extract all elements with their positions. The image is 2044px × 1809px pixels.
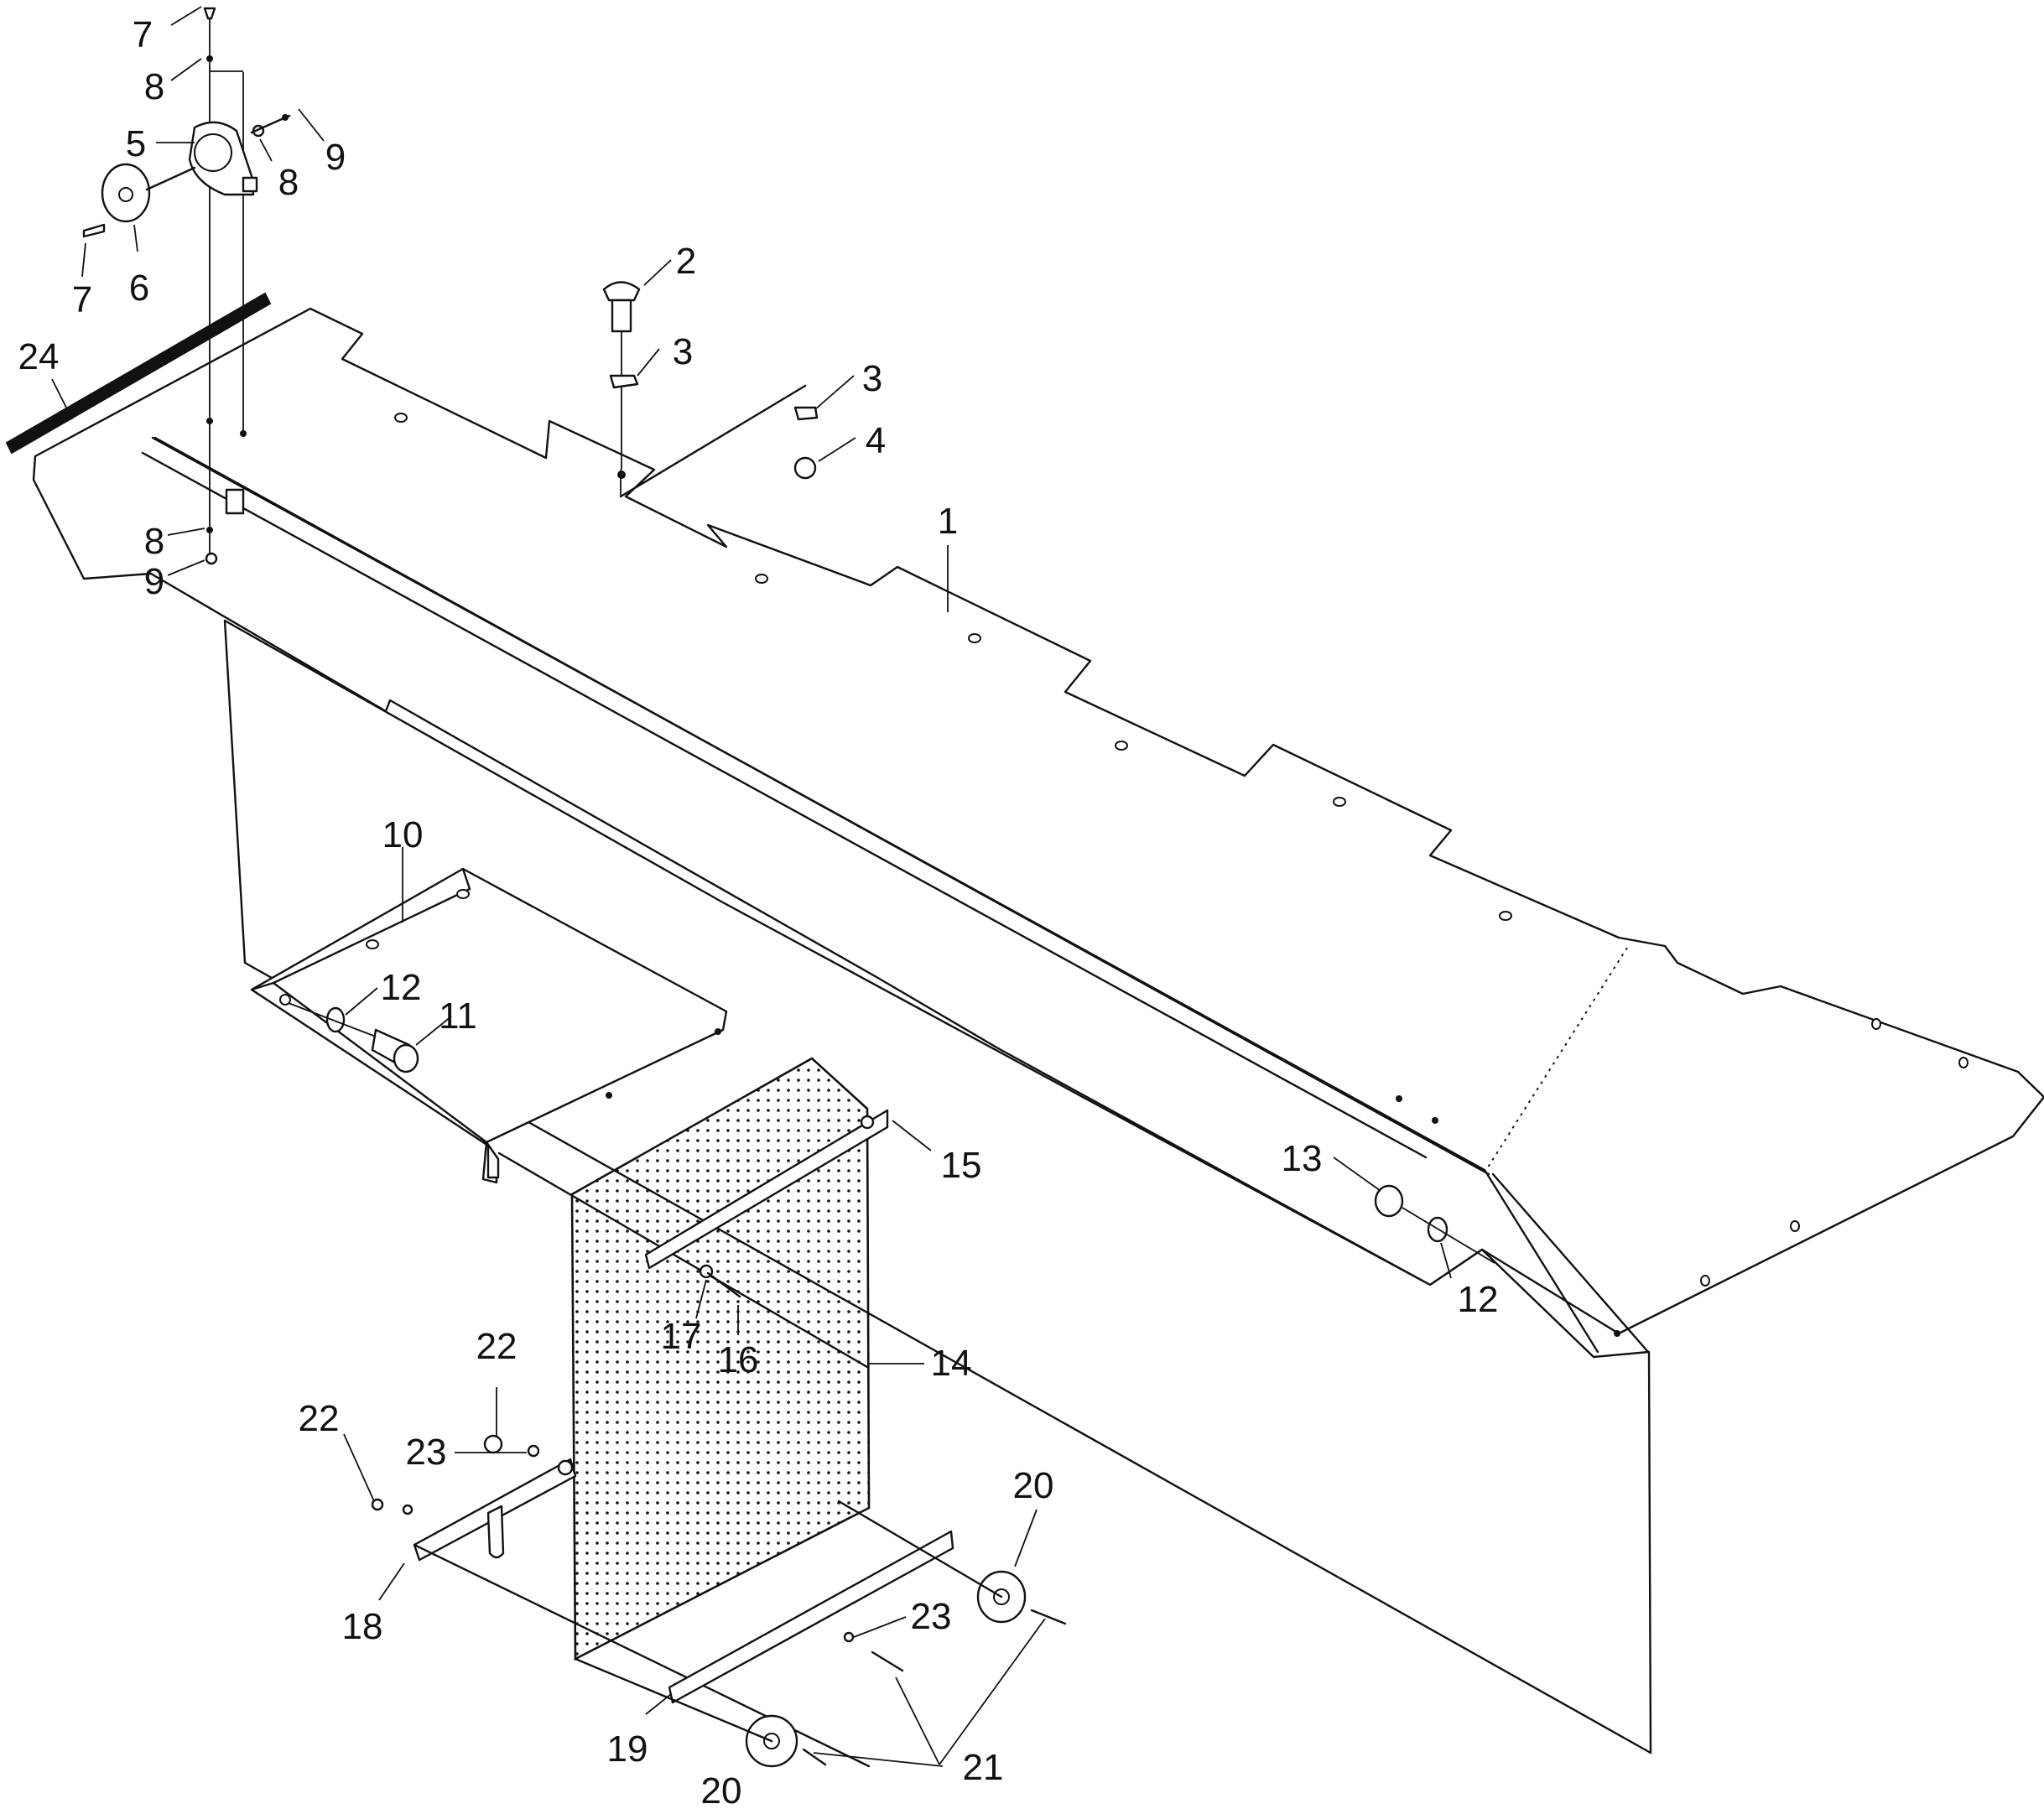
callout-5: 5 bbox=[126, 123, 146, 164]
spacer-washer-right bbox=[1374, 1184, 1495, 1264]
callout-10: 10 bbox=[382, 814, 424, 855]
knob-part-20 bbox=[574, 1500, 1027, 1768]
callout-1: 1 bbox=[938, 501, 958, 542]
callout-8: 8 bbox=[144, 521, 164, 562]
callout-7: 7 bbox=[72, 279, 92, 320]
callout-22: 22 bbox=[476, 1326, 518, 1367]
callout-14: 14 bbox=[931, 1343, 972, 1384]
rubber-strip-part-24 bbox=[5, 292, 272, 455]
callout-11: 11 bbox=[439, 995, 477, 1037]
callout-22: 22 bbox=[299, 1398, 340, 1439]
fastener-16-17 bbox=[699, 1264, 741, 1298]
callout-9: 9 bbox=[325, 137, 346, 178]
callout-2: 2 bbox=[676, 241, 696, 282]
callout-23: 23 bbox=[406, 1432, 447, 1473]
callout-9: 9 bbox=[144, 561, 164, 602]
bracket-part-10 bbox=[250, 867, 728, 1184]
callout-3: 3 bbox=[862, 358, 882, 399]
callout-7: 7 bbox=[133, 14, 153, 55]
callout-20: 20 bbox=[701, 1770, 742, 1809]
callout-15: 15 bbox=[941, 1145, 982, 1186]
screen-panel-part-14 bbox=[497, 1057, 871, 1661]
callout-8: 8 bbox=[144, 66, 164, 107]
callout-3: 3 bbox=[673, 331, 693, 372]
callout-19: 19 bbox=[607, 1728, 648, 1770]
bolt-assembly bbox=[602, 281, 819, 498]
callout-23: 23 bbox=[911, 1596, 952, 1637]
part-callouts: 7 8 5 8 9 6 7 24 2 3 3 4 8 9 1 10 12 11 … bbox=[18, 14, 1499, 1809]
callout-6: 6 bbox=[129, 268, 149, 309]
callout-17: 17 bbox=[661, 1316, 702, 1357]
callout-18: 18 bbox=[342, 1606, 383, 1647]
strip-part-15 bbox=[644, 1109, 889, 1270]
callout-16: 16 bbox=[718, 1339, 759, 1380]
strip-part-19 bbox=[668, 1530, 954, 1704]
leader-lines bbox=[51, 6, 1452, 1767]
callout-4: 4 bbox=[866, 420, 886, 461]
bearing-assembly bbox=[82, 7, 291, 565]
pin-part-21 bbox=[802, 1609, 1067, 1766]
callout-24: 24 bbox=[18, 336, 60, 377]
callout-12: 12 bbox=[1458, 1279, 1499, 1320]
shield-holes bbox=[394, 413, 1969, 1337]
main-shield-part-1 bbox=[32, 307, 2044, 1754]
callout-13: 13 bbox=[1282, 1138, 1323, 1179]
callout-8: 8 bbox=[278, 162, 299, 203]
callout-20: 20 bbox=[1013, 1465, 1054, 1506]
callout-21: 21 bbox=[963, 1747, 1004, 1788]
callout-12: 12 bbox=[381, 967, 422, 1008]
